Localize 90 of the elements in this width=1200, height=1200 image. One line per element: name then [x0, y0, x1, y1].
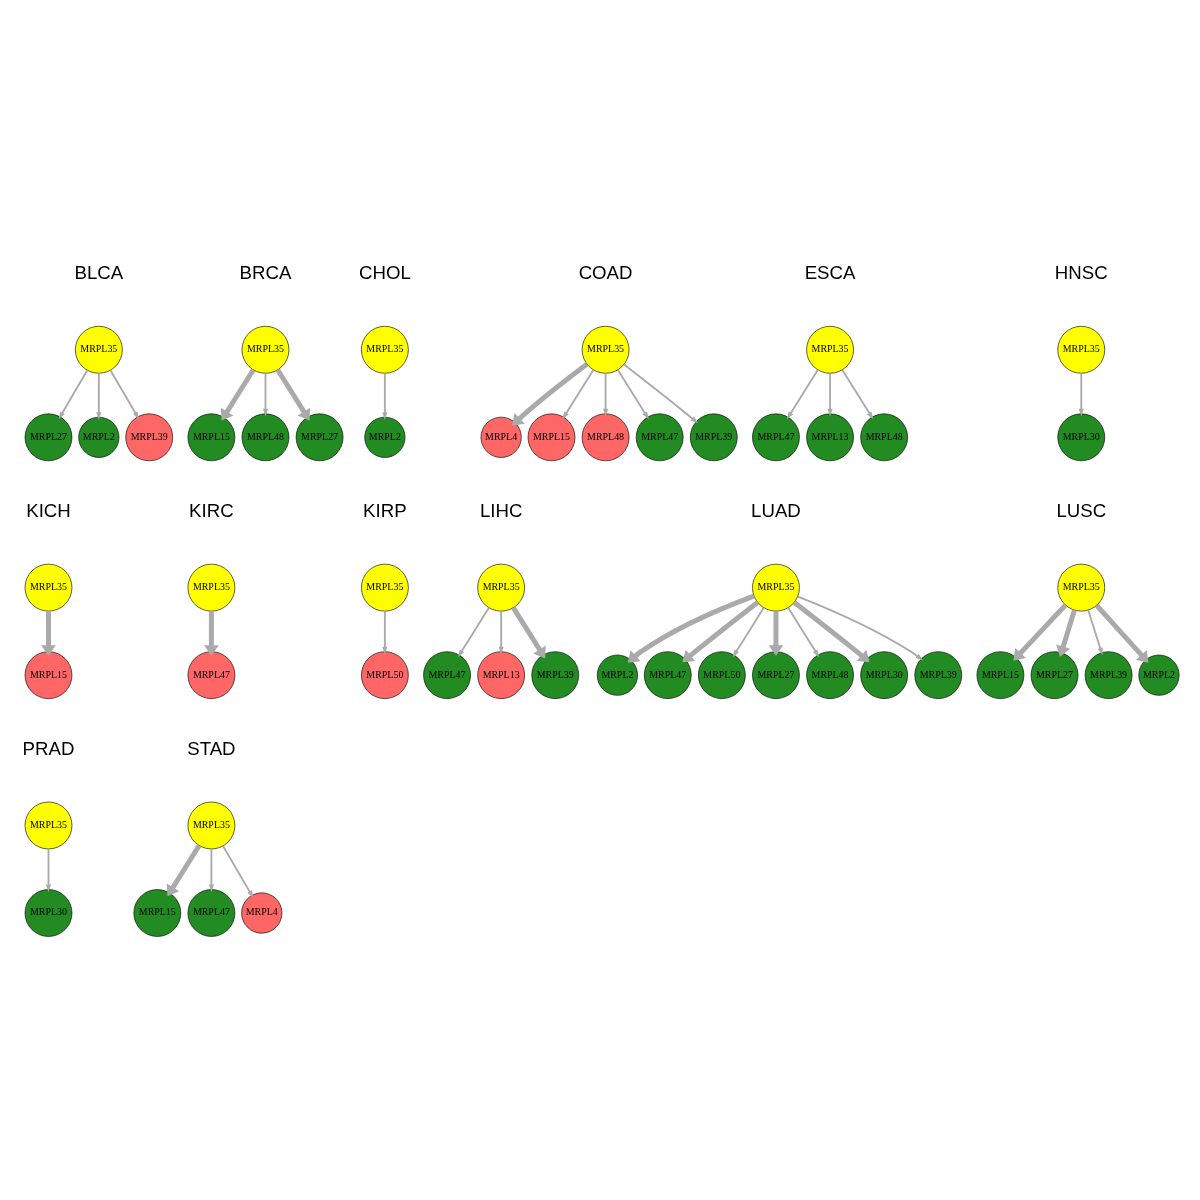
node-circle: MRPL4	[480, 416, 522, 458]
node-circle: MRPL39	[1084, 651, 1133, 699]
arrow	[1013, 603, 1068, 661]
label: LIHC	[479, 500, 523, 522]
node-circle: MRPL35	[241, 326, 290, 374]
node-circle: MRPL15	[24, 651, 73, 699]
arrow	[96, 372, 102, 420]
label: BRCA	[239, 262, 292, 284]
arrow	[768, 611, 784, 656]
arrow	[627, 593, 755, 663]
arrow	[166, 844, 202, 897]
node-circle: MRPL13	[806, 413, 854, 462]
node-circle: MRPL35	[187, 563, 236, 612]
node-circle: MRPL39	[531, 651, 580, 699]
label: LUSC	[1056, 500, 1107, 522]
node-circle: MRPL2	[1138, 654, 1180, 696]
arrow	[623, 363, 699, 424]
label: ESCA	[804, 262, 856, 284]
node-circle: MRPL15	[976, 651, 1025, 699]
arrow	[682, 600, 760, 663]
label: HNSC	[1054, 262, 1108, 284]
node-circle: MRPL48	[581, 413, 630, 462]
arrow	[511, 606, 546, 659]
label: KIRP	[363, 500, 407, 522]
arrow	[498, 610, 504, 655]
label: CHOL	[358, 262, 411, 284]
arrow	[841, 369, 874, 420]
node-circle: MRPL15	[187, 413, 236, 462]
node-circle: MRPL35	[24, 563, 73, 612]
arrow	[512, 362, 589, 426]
node-circle: MRPL15	[133, 889, 182, 937]
node-circle: MRPL13	[477, 651, 525, 699]
node-circle: MRPL2	[364, 416, 406, 458]
node-circle: MRPL35	[806, 326, 854, 374]
arrow	[204, 611, 219, 656]
arrow	[58, 369, 89, 420]
label: STAD	[187, 737, 236, 759]
arrow	[732, 606, 765, 658]
node-circle: MRPL35	[477, 563, 525, 612]
node-circle: MRPL47	[644, 651, 692, 699]
node-circle: MRPL35	[1057, 563, 1106, 612]
node-circle: MRPL2	[78, 416, 120, 458]
arrow	[109, 369, 140, 420]
arrow	[1078, 372, 1084, 417]
arrow	[796, 595, 924, 661]
node-circle: MRPL35	[581, 326, 630, 374]
arrow	[616, 369, 649, 420]
node-circle: MRPL35	[75, 326, 123, 374]
label: COAD	[578, 262, 633, 284]
arrow	[208, 848, 214, 893]
label: KIRC	[189, 500, 234, 522]
arrow	[787, 606, 820, 658]
arrow	[41, 611, 56, 656]
node-circle: MRPL27	[295, 413, 344, 462]
arrow	[827, 372, 833, 417]
arrow	[45, 848, 52, 893]
arrow	[1056, 609, 1077, 657]
label: BLCA	[74, 262, 124, 284]
node-circle: MRPL35	[187, 801, 236, 850]
arrow	[1087, 609, 1103, 656]
node-circle: MRPL35	[1057, 326, 1106, 374]
arrow	[602, 372, 609, 417]
node-circle: MRPL35	[24, 801, 73, 850]
node-circle: MRPL35	[752, 563, 800, 612]
node-circle: MRPL35	[361, 326, 409, 374]
node-circle: MRPL50	[361, 651, 409, 699]
arrow	[457, 606, 490, 658]
node-circle: MRPL2	[596, 654, 638, 696]
label: LUAD	[751, 500, 801, 522]
label: KICH	[26, 500, 71, 522]
arrow	[382, 372, 388, 420]
node-circle: MRPL35	[361, 563, 409, 612]
node-circle: MRPL30	[860, 651, 908, 699]
arrow	[1094, 603, 1149, 663]
node-circle: MRPL48	[241, 413, 290, 462]
arrow	[222, 845, 254, 898]
node-circle: MRPL27	[752, 651, 800, 699]
arrow	[262, 372, 269, 417]
arrow	[382, 610, 388, 655]
node-circle: MRPL30	[1057, 413, 1106, 462]
node-circle: MRPL30	[24, 889, 73, 937]
arrow	[220, 368, 256, 421]
node-circle: MRPL47	[187, 651, 236, 699]
arrow	[562, 369, 595, 420]
arrow	[792, 600, 870, 663]
arrow	[275, 368, 311, 421]
arrow	[786, 369, 819, 420]
label: PRAD	[22, 737, 75, 759]
node-circle: MRPL27	[1030, 651, 1079, 699]
node-circle: MRPL47	[187, 889, 236, 937]
